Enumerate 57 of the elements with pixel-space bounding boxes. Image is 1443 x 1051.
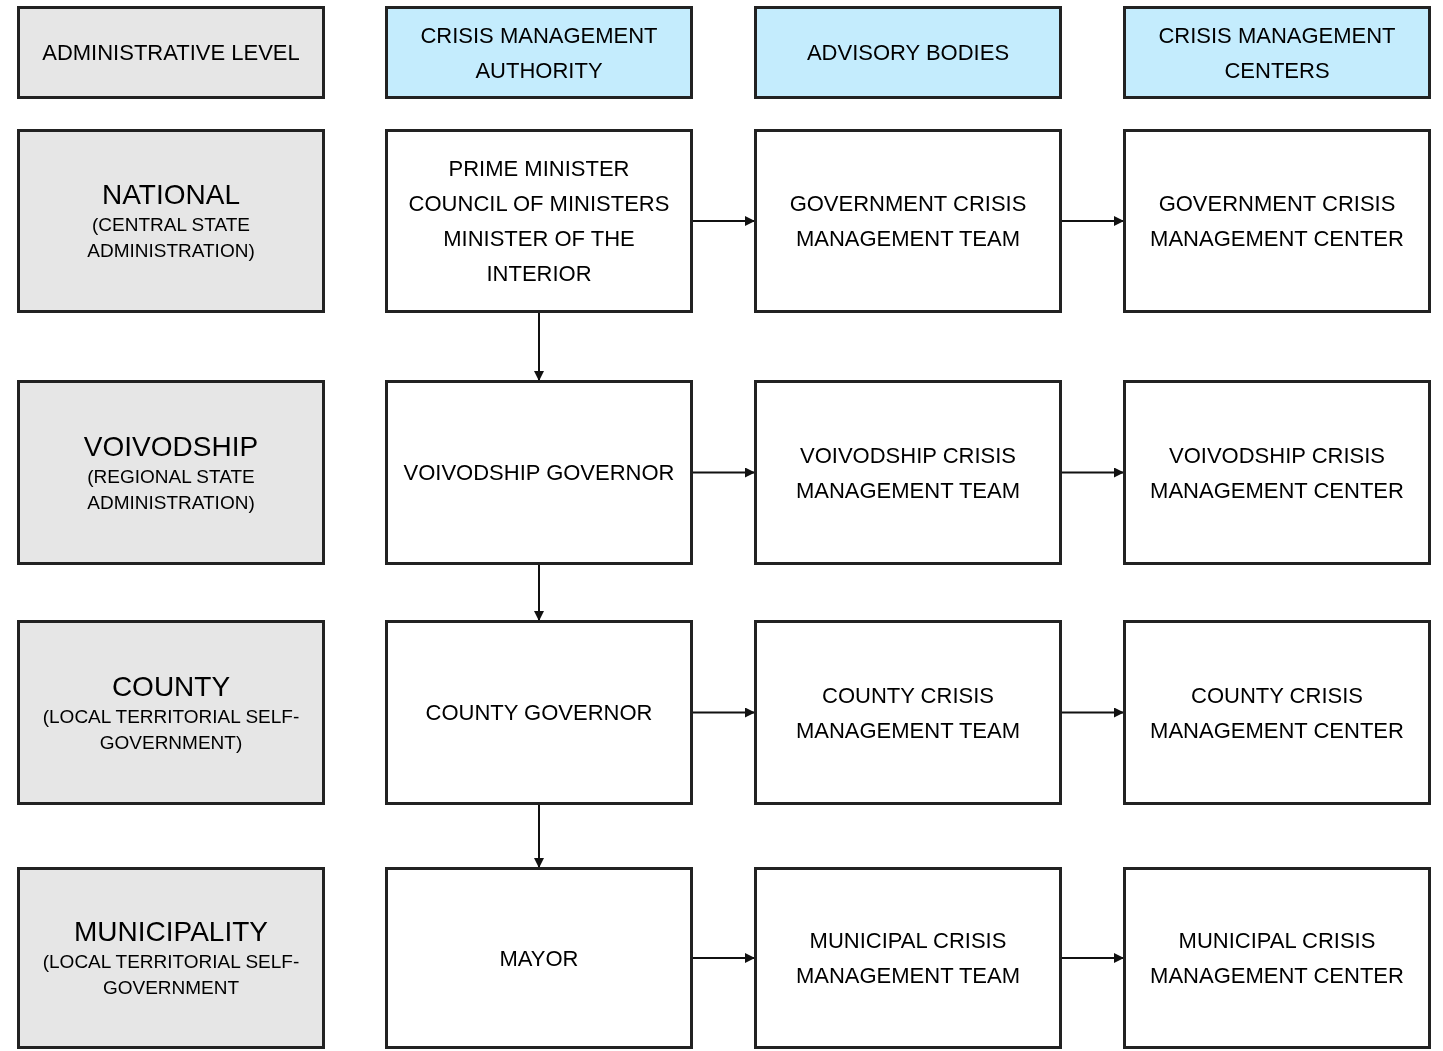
level-box <box>17 867 325 1049</box>
process-box <box>385 380 693 565</box>
process-box <box>754 620 1062 805</box>
arrow <box>692 467 755 478</box>
process-box <box>754 867 1062 1049</box>
level-subtitle: (CENTRAL STATE ADMINISTRATION) <box>86 213 256 263</box>
process-box <box>385 129 693 313</box>
process-box <box>1123 129 1431 313</box>
arrow <box>692 707 755 718</box>
box-text: PRIME MINISTER <box>448 155 630 183</box>
box-text: ADMINISTRATIVE LEVEL <box>42 39 300 67</box>
box-text: COUNTY CRISIS MANAGEMENT TEAM <box>794 681 1022 745</box>
arrow <box>1061 467 1124 478</box>
box-text: CRISIS MANAGEMENT AUTHORITY <box>419 21 659 85</box>
box-text: MAYOR <box>499 944 579 973</box>
box-text: MUNICIPAL CRISIS MANAGEMENT CENTER <box>1149 927 1405 990</box>
box-text: MINISTER OF THE INTERIOR <box>442 225 636 288</box>
column-header-box <box>385 6 693 99</box>
arrow <box>1061 216 1124 226</box>
level-title: NATIONAL <box>102 178 240 212</box>
level-subtitle: (LOCAL TERRITORIAL SELF-GOVERNMENT <box>41 950 301 1000</box>
process-box <box>754 129 1062 313</box>
box-text: VOIVODSHIP CRISIS MANAGEMENT CENTER <box>1149 441 1405 505</box>
process-box <box>1123 620 1431 805</box>
process-box <box>1123 867 1431 1049</box>
box-text: VOIVODSHIP GOVERNOR <box>403 459 675 487</box>
box-text: GOVERNMENT CRISIS MANAGEMENT TEAM <box>788 190 1028 253</box>
column-header-box <box>1123 6 1431 99</box>
arrow <box>1061 953 1124 963</box>
column-header-box <box>754 6 1062 99</box>
level-title: COUNTY <box>111 669 231 704</box>
arrow <box>1061 707 1124 718</box>
level-title: VOIVODSHIP <box>83 429 259 464</box>
column-header-box <box>17 6 325 99</box>
box-text: MUNICIPAL CRISIS MANAGEMENT TEAM <box>794 927 1022 990</box>
process-box <box>385 620 693 805</box>
box-text: COUNTY CRISIS MANAGEMENT CENTER <box>1149 681 1405 745</box>
arrow <box>692 953 755 963</box>
level-box <box>17 129 325 313</box>
arrow <box>534 804 544 868</box>
box-text: GOVERNMENT CRISIS MANAGEMENT CENTER <box>1149 190 1405 253</box>
arrow <box>534 312 544 381</box>
process-box <box>385 867 693 1049</box>
process-box <box>1123 380 1431 565</box>
box-text: VOIVODSHIP CRISIS MANAGEMENT TEAM <box>794 441 1022 505</box>
arrow <box>692 216 755 226</box>
arrow <box>534 564 544 621</box>
level-box <box>17 380 325 565</box>
level-title: MUNICIPALITY <box>74 915 268 949</box>
box-text: COUNCIL OF MINISTERS <box>408 190 670 218</box>
box-text: COUNTY GOVERNOR <box>425 699 653 727</box>
level-subtitle: (REGIONAL STATE ADMINISTRATION) <box>86 464 256 515</box>
level-subtitle: (LOCAL TERRITORIAL SELF-GOVERNMENT) <box>41 704 301 755</box>
process-box <box>754 380 1062 565</box>
box-text: ADVISORY BODIES <box>806 39 1010 67</box>
level-box <box>17 620 325 805</box>
box-text: CRISIS MANAGEMENT CENTERS <box>1157 21 1397 85</box>
